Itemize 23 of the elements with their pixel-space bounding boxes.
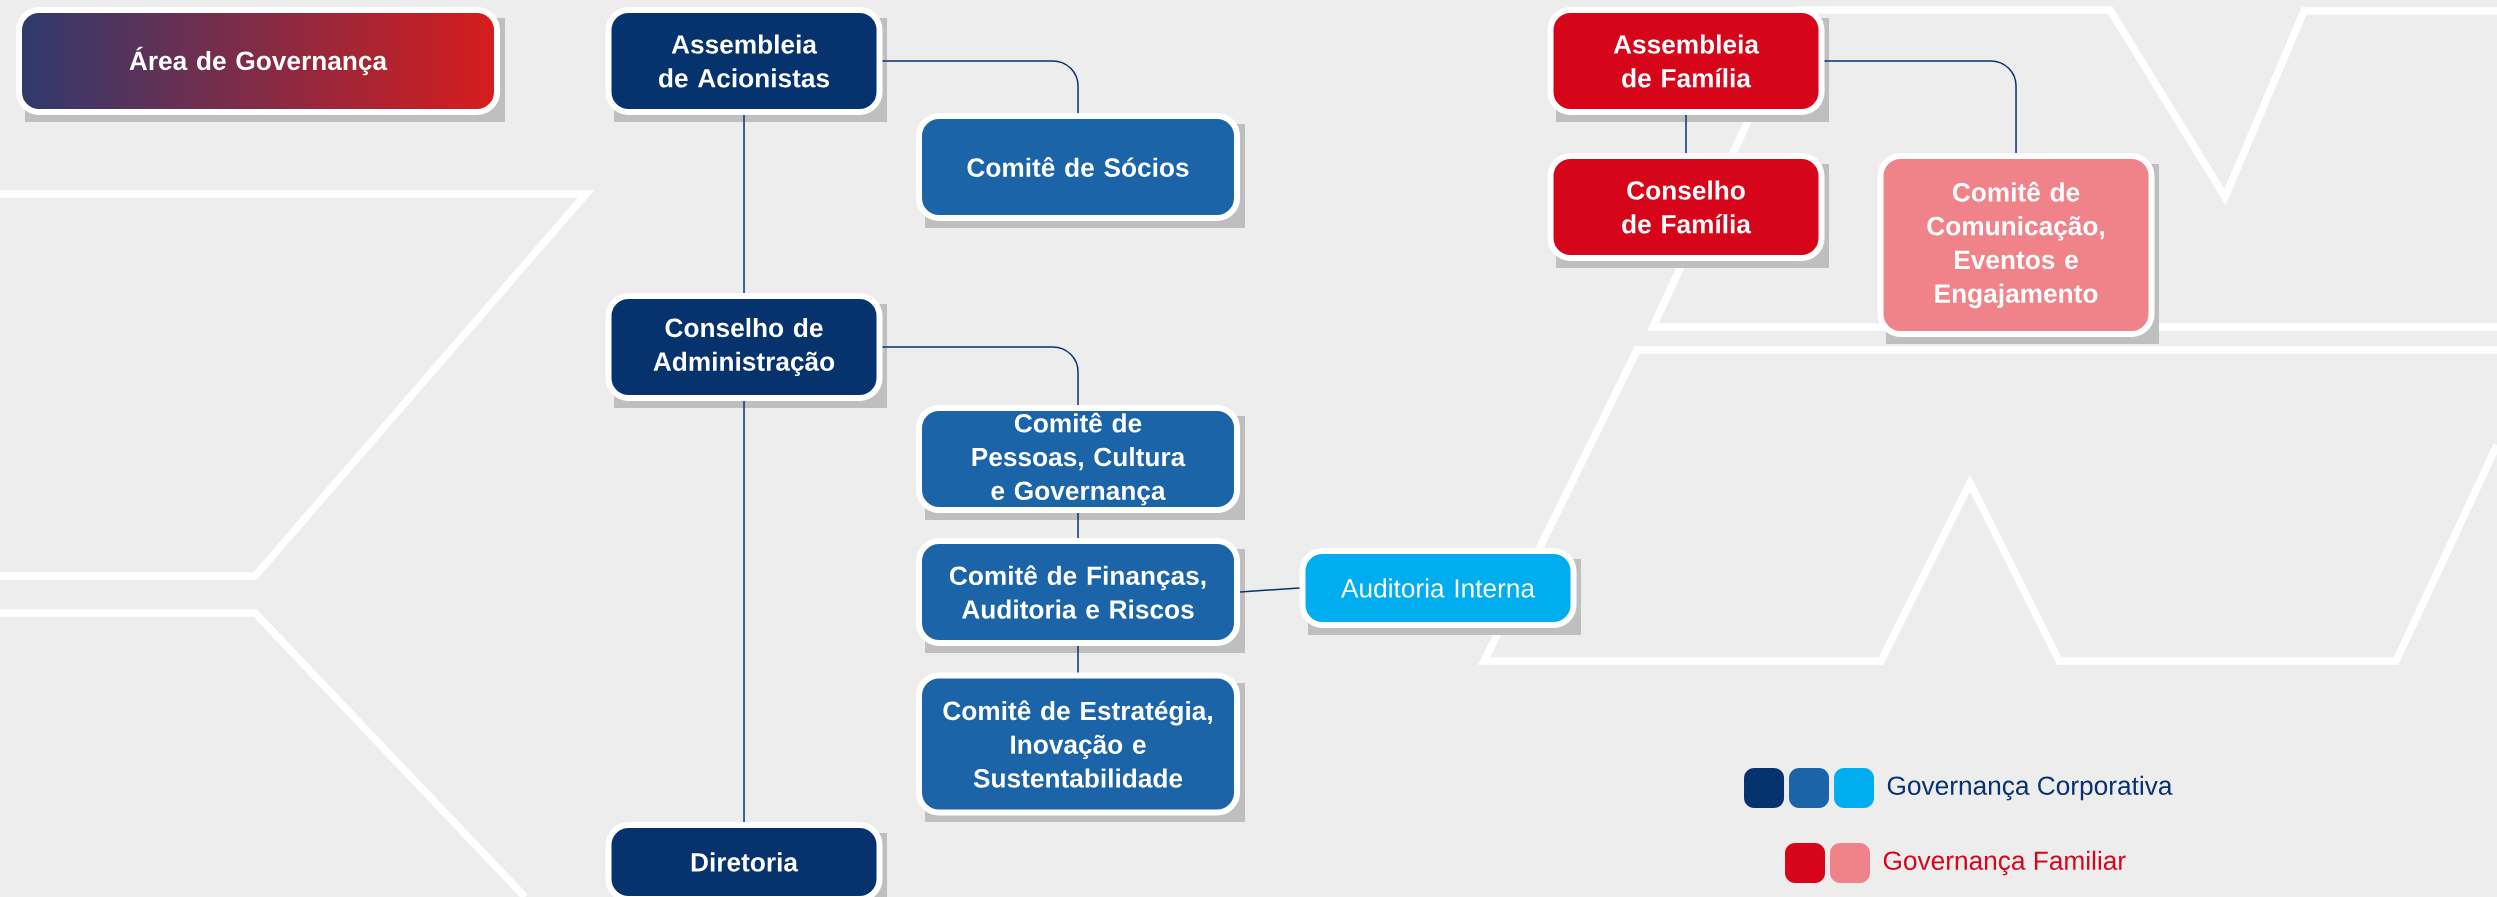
org-box: Comitê de Sócios [916, 113, 1245, 228]
legend-label: Governança Familiar [1883, 850, 2126, 876]
connector-line [1239, 587, 1301, 593]
org-box: Diretoria [605, 822, 887, 897]
heading-box: Área de Governança [16, 7, 505, 122]
org-box: Comitê de Finanças, Auditoria e Riscos [916, 538, 1245, 653]
org-box: Conselho de Administração [605, 293, 887, 408]
org-box: Comitê de Comunicação, Eventos e Engajamento [1877, 153, 2160, 344]
connector-line [1077, 512, 1079, 539]
legend-label: Governança Corporativa [1887, 775, 2173, 801]
connector-line [881, 60, 1079, 114]
connector-line [743, 400, 745, 823]
connector-line [881, 346, 1079, 406]
org-box: Comitê de Estratégia, Inovação e Sustentabilidade [916, 672, 1245, 822]
org-box: Assembleia de Acionistas [605, 7, 887, 122]
connector-line [1077, 645, 1079, 674]
org-box: Assembleia de Família [1547, 7, 1829, 122]
org-box: Comitê de Pessoas, Cultura e Governança [916, 405, 1245, 520]
org-box: Auditoria Interna [1299, 548, 1581, 635]
connector-line [743, 114, 745, 294]
connector-line [1823, 60, 2017, 154]
connector-line [1685, 114, 1687, 154]
org-box: Conselho de Família [1547, 153, 1829, 268]
